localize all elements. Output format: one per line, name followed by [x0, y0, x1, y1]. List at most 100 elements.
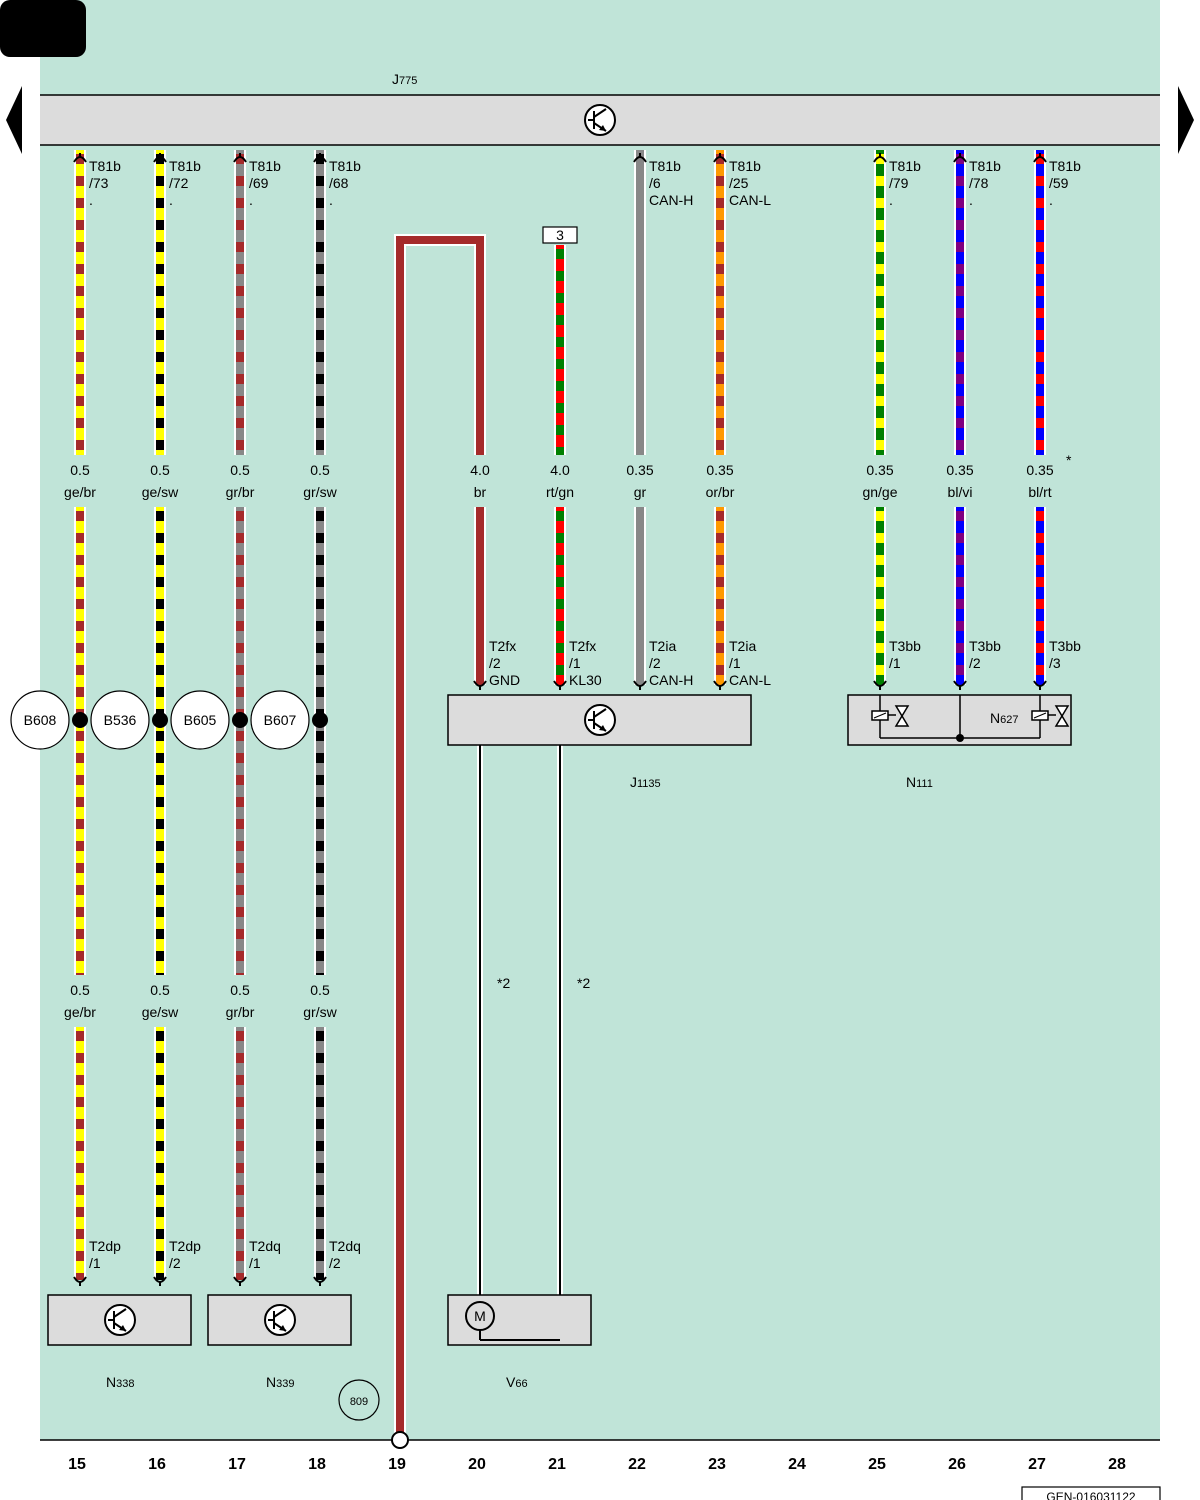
- column-number: 27: [1028, 1456, 1046, 1473]
- wire-size: 0.5: [230, 982, 250, 998]
- connector-pin: [553, 680, 567, 690]
- wire-size: 0.5: [150, 462, 170, 478]
- wire-note: *2: [497, 975, 510, 991]
- column-number: 22: [628, 1456, 646, 1473]
- label-j1135: J1135: [630, 774, 661, 790]
- ground-point-809[interactable]: 809: [338, 1379, 380, 1421]
- wire-color-code: ge/br: [64, 484, 96, 500]
- splice-B605[interactable]: B605: [170, 690, 248, 750]
- wire-color-code: bl/vi: [948, 484, 973, 500]
- connector-pin: [713, 680, 727, 690]
- wire-size: 0.5: [310, 462, 330, 478]
- wire-color-code: gr: [634, 484, 647, 500]
- column-number: 15: [68, 1456, 86, 1473]
- arrow-left-icon[interactable]: [6, 86, 22, 154]
- label-n111: N111: [906, 774, 933, 790]
- wire-size: 0.5: [150, 982, 170, 998]
- svg-text:809: 809: [350, 1396, 368, 1408]
- connector-pin: [233, 153, 247, 163]
- pin-label-top: T81b/78.: [969, 158, 1001, 208]
- wire-size: 0.5: [310, 982, 330, 998]
- wire-size: 0.35: [866, 462, 893, 478]
- wire-color-code: gr/br: [226, 484, 255, 500]
- wire-ground-loop[interactable]: [394, 234, 486, 1440]
- svg-text:B536: B536: [104, 712, 137, 728]
- column-number: 21: [548, 1456, 566, 1473]
- wire-color-code: gr/sw: [303, 484, 337, 500]
- label-j775: J775: [392, 71, 417, 87]
- column-number: 17: [228, 1456, 246, 1473]
- page-tab: [0, 0, 86, 57]
- pin-label-top: T81b/69.: [249, 158, 281, 208]
- pin-label-top: T81b/68.: [329, 158, 361, 208]
- splice-B536[interactable]: B536: [90, 690, 168, 750]
- connector-pin: [1033, 153, 1047, 163]
- connector-pin: [633, 153, 647, 163]
- motor-icon: M: [465, 1301, 560, 1341]
- label-n338: N338: [106, 1374, 134, 1390]
- connector-pin: [313, 1276, 327, 1286]
- pin-label-bottom: T3bb/1: [889, 638, 921, 671]
- pin-label-bottom: T2dp/2: [169, 1238, 201, 1271]
- wire-size: 4.0: [550, 462, 570, 478]
- svg-text:B605: B605: [184, 712, 217, 728]
- wire-layer: [74, 150, 1046, 1440]
- ground-node-19: [391, 1431, 409, 1449]
- wire-color-code: bl/rt: [1028, 484, 1051, 500]
- wire-color-code: gr/sw: [303, 1004, 337, 1020]
- wire-color-code: ge/sw: [142, 484, 179, 500]
- transistor-icon: [584, 104, 616, 136]
- wire-color-code: ge/sw: [142, 1004, 179, 1020]
- arrow-right-icon[interactable]: [1178, 86, 1194, 154]
- column-number: 24: [788, 1456, 806, 1473]
- connector-pin: [953, 680, 967, 690]
- connector-pin: [153, 1276, 167, 1286]
- wire-color-code: or/br: [706, 484, 735, 500]
- connector-pin: [153, 153, 167, 163]
- connector-pin: [233, 1276, 247, 1286]
- transistor-icon: [264, 1304, 296, 1336]
- footer-code-box: GEN-016031122: [1021, 1486, 1161, 1500]
- wire-color-code: gn/ge: [862, 484, 897, 500]
- splice-B608[interactable]: B608: [10, 690, 88, 750]
- wire-size: 0.35: [1026, 462, 1053, 478]
- wire-size: 0.35: [706, 462, 733, 478]
- pin-label-bottom: T2dq/2: [329, 1238, 361, 1271]
- pin-label-bottom: T3bb/3: [1049, 638, 1081, 671]
- wire-size: 4.0: [470, 462, 490, 478]
- column-number: 19: [388, 1456, 406, 1473]
- label-n339: N339: [266, 1374, 294, 1390]
- label-v66: V66: [506, 1374, 528, 1390]
- wire-size: 0.5: [70, 982, 90, 998]
- wire-color-code: gr/br: [226, 1004, 255, 1020]
- column-number: 25: [868, 1456, 886, 1473]
- wire-color-code: ge/br: [64, 1004, 96, 1020]
- component-v66[interactable]: [447, 1294, 592, 1346]
- splice-B607[interactable]: B607: [250, 690, 328, 750]
- svg-text:B608: B608: [24, 712, 57, 728]
- connector-pin: [1033, 680, 1047, 690]
- wire-size: 0.35: [946, 462, 973, 478]
- column-number: 20: [468, 1456, 486, 1473]
- connector-pin: [873, 680, 887, 690]
- wire-color-code: rt/gn: [546, 484, 574, 500]
- motor-symbol: M: [474, 1308, 486, 1324]
- connector-pin: [73, 153, 87, 163]
- column-number: 18: [308, 1456, 326, 1473]
- column-number: 28: [1108, 1456, 1126, 1473]
- connector-pin: [73, 1276, 87, 1286]
- connector-pin: [953, 153, 967, 163]
- reference-box: 3: [542, 226, 578, 244]
- column-number: 23: [708, 1456, 726, 1473]
- pin-label-top: T81b/73.: [89, 158, 121, 208]
- label-layer: T81b/73.0.5ge/br0.5ge/brT2dp/1B608T81b/7…: [10, 153, 1081, 1286]
- footnote-mark: *: [1066, 452, 1072, 468]
- svg-text:GEN-016031122: GEN-016031122: [1046, 1490, 1136, 1500]
- pin-label-bottom: T3bb/2: [969, 638, 1001, 671]
